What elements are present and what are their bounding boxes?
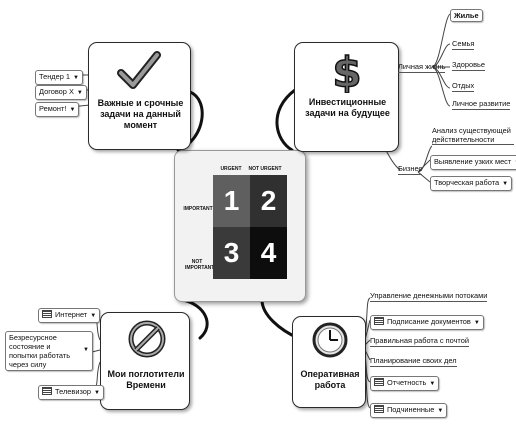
chevron-down-icon[interactable]: ▼ bbox=[90, 313, 97, 319]
chevron-down-icon[interactable]: ▼ bbox=[69, 107, 76, 113]
list-item[interactable]: Планирование своих дел bbox=[370, 356, 457, 367]
checkmark-icon bbox=[117, 51, 161, 89]
list-item[interactable]: Безресурсное состояние и попытки работат… bbox=[5, 331, 93, 371]
list-item[interactable]: Тендер 1▼ bbox=[35, 70, 83, 85]
chevron-down-icon[interactable]: ▼ bbox=[502, 181, 509, 187]
chevron-down-icon[interactable]: ▼ bbox=[76, 90, 83, 96]
dollar-icon: $ bbox=[332, 47, 363, 93]
prohibited-icon bbox=[128, 320, 166, 358]
topic-title: Инвестиционные задачи на будущее bbox=[305, 97, 390, 118]
branch-personal-life[interactable]: Личная жизнь bbox=[398, 62, 446, 73]
list-item[interactable]: Правильная работа с почтой bbox=[370, 336, 469, 347]
topic-title: Оперативная работа bbox=[300, 369, 360, 390]
list-item[interactable]: Жилье bbox=[450, 9, 483, 22]
list-item[interactable]: Подписание документов▼ bbox=[370, 315, 484, 330]
chevron-down-icon[interactable]: ▼ bbox=[83, 347, 89, 353]
list-item[interactable]: Договор X▼ bbox=[35, 85, 87, 100]
table-icon bbox=[374, 378, 384, 386]
quadrant-4: 4 bbox=[250, 227, 287, 279]
branch-business[interactable]: Бизнес bbox=[398, 164, 423, 175]
list-item[interactable]: Семья bbox=[452, 39, 475, 50]
table-icon bbox=[374, 317, 384, 325]
eisenhower-matrix: URGENT NOT URGENT IMPORTANT NOT IMPORTAN… bbox=[174, 150, 306, 302]
col-header-not-urgent: NOT URGENT bbox=[248, 166, 282, 172]
quadrant-1: 1 bbox=[213, 175, 250, 227]
list-item[interactable]: Здоровье bbox=[452, 60, 485, 71]
table-icon bbox=[374, 405, 384, 413]
svg-text:$: $ bbox=[332, 48, 361, 93]
list-item[interactable]: Интернет▼ bbox=[38, 308, 101, 323]
list-item[interactable]: Ремонт!▼ bbox=[35, 102, 80, 117]
chevron-down-icon[interactable]: ▼ bbox=[93, 390, 100, 396]
topic-title: Важные и срочные задачи на данный момент bbox=[97, 98, 184, 130]
chevron-down-icon[interactable]: ▼ bbox=[514, 160, 516, 166]
list-item[interactable]: Личное развитие bbox=[452, 99, 511, 110]
topic-investment[interactable]: $ Инвестиционные задачи на будущее bbox=[294, 42, 399, 152]
list-item[interactable]: Отчетность▼ bbox=[370, 376, 440, 391]
list-item[interactable]: Подчиненные▼ bbox=[370, 403, 448, 418]
chevron-down-icon[interactable]: ▼ bbox=[73, 75, 79, 81]
list-item[interactable]: Телевизор▼ bbox=[38, 385, 104, 400]
quadrant-2: 2 bbox=[250, 175, 287, 227]
row-header-important: IMPORTANT bbox=[183, 206, 213, 212]
col-header-urgent: URGENT bbox=[220, 166, 242, 172]
table-icon bbox=[42, 387, 52, 395]
clock-icon bbox=[312, 322, 348, 358]
topic-title: Мои поглотители Времени bbox=[107, 369, 185, 390]
table-icon bbox=[42, 310, 52, 318]
list-item[interactable]: Творческая работа▼ bbox=[430, 176, 513, 191]
list-item[interactable]: Анализ существующей действительности bbox=[432, 126, 514, 145]
chevron-down-icon[interactable]: ▼ bbox=[429, 381, 436, 387]
topic-operational[interactable]: Оперативная работа bbox=[292, 316, 366, 408]
row-header-not-important: NOT IMPORTANT bbox=[185, 259, 215, 271]
list-item[interactable]: Выявление узких мест▼ bbox=[430, 155, 516, 170]
quadrant-3: 3 bbox=[213, 227, 250, 279]
chevron-down-icon[interactable]: ▼ bbox=[473, 320, 480, 326]
list-item[interactable]: Управление денежными потоками bbox=[370, 291, 488, 302]
list-item[interactable]: Отдых bbox=[452, 81, 475, 92]
topic-urgent-important[interactable]: Важные и срочные задачи на данный момент bbox=[88, 42, 191, 150]
topic-time-wasters[interactable]: Мои поглотители Времени bbox=[100, 312, 190, 410]
chevron-down-icon[interactable]: ▼ bbox=[437, 408, 444, 414]
